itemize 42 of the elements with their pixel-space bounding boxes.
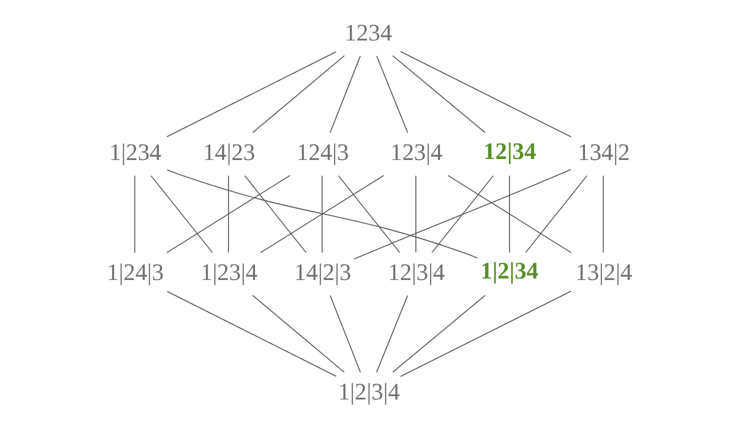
node-text: 1|234 bbox=[109, 140, 162, 166]
connector bbox=[166, 169, 478, 258]
connector bbox=[338, 175, 400, 253]
connector bbox=[400, 290, 572, 377]
connector bbox=[400, 51, 572, 138]
connector bbox=[432, 175, 494, 253]
node-text: 1|23|4 bbox=[200, 260, 258, 286]
node-text: 14|23 bbox=[202, 140, 256, 166]
connector bbox=[150, 175, 213, 253]
connector bbox=[252, 55, 345, 134]
connector bbox=[322, 175, 323, 253]
node-text: 124|3 bbox=[296, 140, 349, 166]
node-text: 1|2|3|4 bbox=[338, 380, 400, 406]
node-text: 12|34 bbox=[483, 138, 536, 165]
connector bbox=[228, 175, 229, 253]
connector bbox=[166, 51, 336, 138]
connector bbox=[392, 294, 486, 373]
connector bbox=[392, 55, 486, 134]
node-text: 1234 bbox=[344, 20, 392, 46]
connector bbox=[525, 175, 588, 253]
node-text: 14|2|3 bbox=[294, 260, 352, 286]
node-text: 13|2|4 bbox=[575, 260, 632, 286]
connector bbox=[354, 169, 572, 260]
node-text: 12|3|4 bbox=[388, 260, 445, 286]
connector bbox=[376, 295, 408, 373]
node-text: 1|24|3 bbox=[106, 260, 164, 286]
node-text: 134|2 bbox=[578, 140, 630, 166]
node-text: 1|2|34 bbox=[480, 258, 538, 285]
connector bbox=[415, 175, 416, 253]
connector bbox=[244, 175, 306, 253]
connector bbox=[166, 175, 290, 254]
connector bbox=[509, 175, 510, 253]
connector bbox=[330, 295, 361, 373]
connector bbox=[252, 294, 345, 373]
connector bbox=[376, 55, 408, 134]
connector bbox=[330, 55, 361, 134]
connector bbox=[448, 175, 572, 254]
connector bbox=[260, 175, 384, 254]
node-text: 123|4 bbox=[390, 140, 443, 166]
connector bbox=[602, 175, 604, 253]
connector bbox=[166, 290, 337, 377]
connector bbox=[134, 175, 136, 253]
